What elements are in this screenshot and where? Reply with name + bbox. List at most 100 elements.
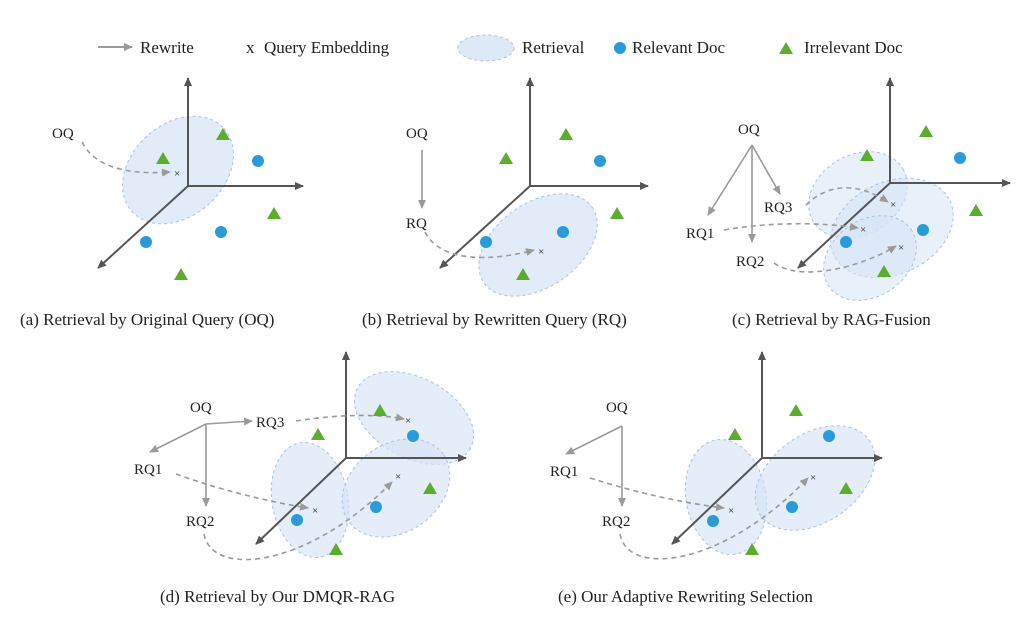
query-embedding-marker: × [860,224,866,236]
label-oq: OQ [52,126,74,142]
label-rq: RQ [406,216,427,232]
query-embedding-marker: × [312,505,318,517]
rewrite-arrow-rq1 [565,425,623,455]
panel-b: × OQ RQ (b) Retrieval by Rewritten Query… [362,77,649,329]
retrieval-region [353,371,475,465]
retrieval-region [341,438,451,538]
irrelevant-doc [329,543,343,555]
rewrite-path-rq1 [723,222,859,231]
relevant-doc [917,224,929,236]
relevant-doc [480,236,492,248]
label-oq: OQ [738,122,760,138]
query-embedding-marker: × [395,471,401,483]
relevant-doc [840,236,852,248]
irrelevant-doc [216,128,230,140]
legend-irrelevant-doc-label: Irrelevant Doc [804,38,903,57]
relevant-doc-icon [614,42,626,54]
query-embedding-icon: x [246,38,255,57]
legend-query-embedding-label: Query Embedding [264,38,390,57]
legend-relevant-doc-label: Relevant Doc [632,38,725,57]
rewrite-arrow-rq1 [149,423,207,453]
relevant-doc [407,430,419,442]
irrelevant-doc-icon [779,42,793,54]
panel-e: × × OQ RQ1 RQ2 (e) Our Adaptive Rewritin… [550,351,883,606]
irrelevant-doc [423,482,437,494]
relevant-doc [707,515,719,527]
caption-c: (c) Retrieval by RAG-Fusion [732,310,931,329]
irrelevant-doc [860,149,874,161]
y-axis [97,185,189,269]
irrelevant-doc [311,428,325,440]
query-embedding-marker: × [405,415,411,427]
relevant-doc [140,236,152,248]
rewrite-path-rq1 [589,477,725,512]
retrieval-region [754,425,876,531]
retrieval-region [122,115,234,225]
legend-irrelevant-doc: Irrelevant Doc [779,38,903,57]
caption-a: (a) Retrieval by Original Query (OQ) [20,310,274,329]
caption-d: (d) Retrieval by Our DMQR-RAG [160,587,395,606]
legend-retrieval: Retrieval [457,34,585,62]
query-embedding-marker: × [538,246,544,258]
panel-a: × OQ (a) Retrieval by Original Query (OQ… [20,77,304,329]
irrelevant-doc [373,404,387,416]
query-embedding-marker: × [174,168,180,180]
irrelevant-doc [839,482,853,494]
panel-d: × × × OQ RQ1 RQ2 RQ3 (d) Retrieval by Ou… [134,351,475,606]
panel-c: × × × OQ RQ1 RQ2 RQ3 (c) Retrieval by RA… [686,77,1011,329]
rewrite-path-rq [424,231,535,259]
relevant-doc [786,501,798,513]
rewrite-arrow-rq3 [751,144,781,195]
legend: Rewrite x Query Embedding Retrieval Rele… [98,34,903,62]
label-rq1: RQ1 [550,464,578,480]
irrelevant-doc [499,152,513,164]
label-rq1: RQ1 [686,226,714,242]
query-embedding-marker: × [890,199,896,211]
irrelevant-doc [559,128,573,140]
rewrite-arrow-rq1 [707,144,753,216]
label-rq2: RQ2 [736,254,764,270]
retrieval-ellipse-icon [457,34,515,62]
rewrite-path-rq3 [805,186,889,206]
legend-rewrite: Rewrite [98,38,194,57]
irrelevant-doc [877,265,891,277]
legend-rewrite-label: Rewrite [140,38,194,57]
relevant-doc [215,226,227,238]
caption-b: (b) Retrieval by Rewritten Query (RQ) [362,310,627,329]
label-rq3: RQ3 [764,200,792,216]
label-oq: OQ [190,400,212,416]
label-oq: OQ [606,400,628,416]
relevant-doc [954,152,966,164]
y-axis [671,457,763,545]
retrieval-region [478,193,598,297]
irrelevant-doc [156,152,170,164]
relevant-doc [594,155,606,167]
label-oq: OQ [406,126,428,142]
label-rq2: RQ2 [186,514,214,530]
irrelevant-doc [610,207,624,219]
caption-e: (e) Our Adaptive Rewriting Selection [558,587,813,606]
rewrite-path-oq [81,141,171,177]
relevant-doc [252,155,264,167]
y-axis [255,457,347,545]
relevant-doc [557,226,569,238]
relevant-doc [370,501,382,513]
relevant-doc [823,430,835,442]
legend-retrieval-label: Retrieval [522,38,585,57]
label-rq1: RQ1 [134,462,162,478]
legend-relevant-doc: Relevant Doc [614,38,725,57]
irrelevant-doc [745,543,759,555]
irrelevant-doc [969,204,983,216]
legend-query-embedding: x Query Embedding [246,38,390,57]
query-embedding-marker: × [810,472,816,484]
label-rq2: RQ2 [602,514,630,530]
irrelevant-doc [174,268,188,280]
irrelevant-doc [789,404,803,416]
rewrite-path-rq2 [773,245,897,273]
query-embedding-marker: × [728,505,734,517]
irrelevant-doc [728,428,742,440]
irrelevant-doc [516,268,530,280]
label-rq3: RQ3 [256,415,284,431]
rewrite-path-rq3 [295,413,405,422]
